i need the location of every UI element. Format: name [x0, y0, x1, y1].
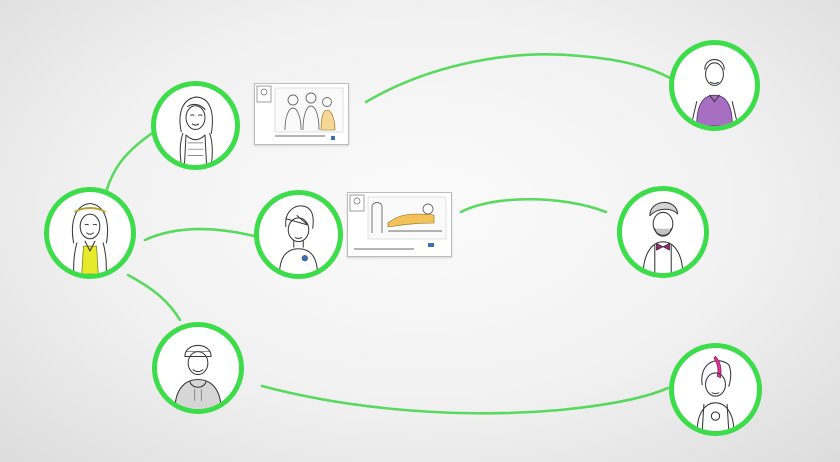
link-headband-to-beanie: [126, 273, 182, 322]
avatar-woman-headband[interactable]: [44, 187, 136, 279]
avatar-man-beanie[interactable]: [152, 322, 244, 414]
group-photo-thumbnail-icon: [256, 85, 344, 140]
avatar-man-hipster[interactable]: [617, 186, 709, 278]
link-headband-to-longhair: [104, 126, 162, 194]
man-beanie-icon: [174, 344, 222, 409]
photo-card[interactable]: [254, 83, 349, 145]
link-headband-to-fringe: [143, 227, 256, 242]
avatar-boy-fringe[interactable]: [254, 190, 343, 279]
man-purple-polo-icon: [691, 59, 738, 126]
video-thumbnail-icon: [349, 194, 447, 250]
link-beanie-to-punk: [260, 384, 670, 415]
woman-headband-icon: [71, 202, 109, 274]
avatar-man-purple-polo[interactable]: [669, 40, 760, 131]
avatar-girl-punk[interactable]: [669, 343, 762, 436]
boy-fringe-icon: [279, 205, 318, 274]
link-photo-to-polo: [364, 53, 672, 104]
woman-long-hair-icon: [179, 96, 213, 165]
link-video-to-hipster: [459, 197, 608, 214]
video-card[interactable]: [347, 192, 452, 257]
avatar-woman-long-hair[interactable]: [151, 81, 240, 170]
man-hipster-icon: [642, 201, 684, 273]
girl-punk-icon: [696, 355, 735, 431]
